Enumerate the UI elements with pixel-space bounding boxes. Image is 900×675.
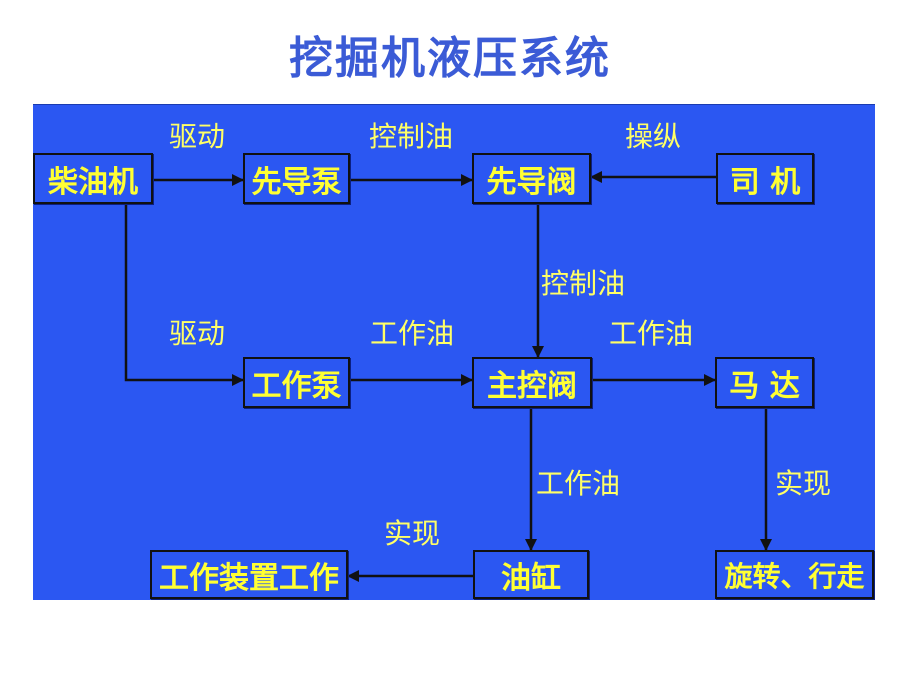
node-cylinder: 油缸 — [473, 550, 589, 599]
node-main-valve: 主控阀 — [472, 357, 592, 408]
page-title: 挖掘机液压系统 — [289, 33, 611, 84]
node-driver: 司 机 — [716, 153, 814, 204]
label-control-oil-1: 控制油 — [369, 120, 454, 153]
node-rotate-travel: 旋转、行走 — [715, 550, 874, 599]
label-realize-1: 实现 — [384, 517, 441, 550]
label-realize-2: 实现 — [775, 467, 832, 500]
label-drive-1: 驱动 — [169, 120, 226, 153]
node-diesel-engine: 柴油机 — [33, 153, 153, 204]
node-pilot-valve: 先导阀 — [472, 153, 591, 204]
label-work-oil-2: 工作油 — [609, 317, 694, 350]
label-control-oil-2: 控制油 — [541, 267, 626, 300]
label-operate: 操纵 — [625, 120, 682, 153]
label-work-oil-1: 工作油 — [370, 317, 455, 350]
node-pilot-pump: 先导泵 — [243, 153, 350, 204]
label-work-oil-3: 工作油 — [536, 467, 621, 500]
node-work-pump: 工作泵 — [243, 357, 350, 408]
node-work-device: 工作装置工作 — [150, 550, 348, 599]
edge-diesel-work-pump — [124, 204, 244, 386]
label-drive-2: 驱动 — [169, 317, 226, 350]
node-motor: 马 达 — [715, 357, 814, 408]
